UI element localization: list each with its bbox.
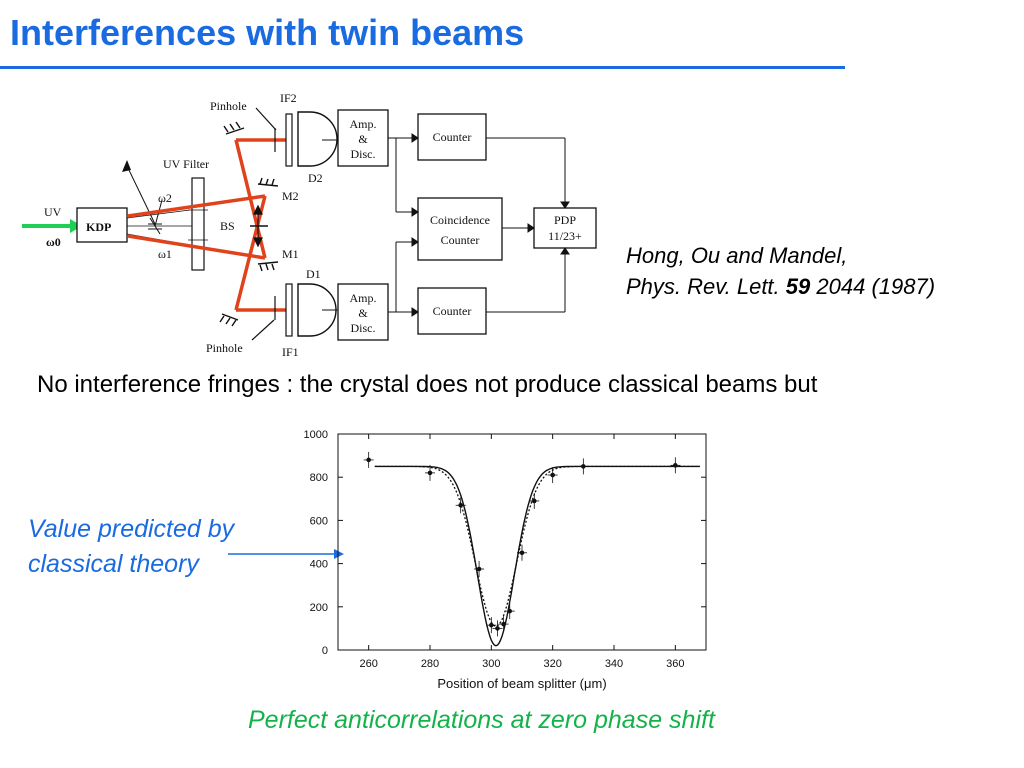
uv-label: UV	[44, 205, 62, 219]
y-tick-label: 400	[310, 559, 328, 571]
data-point	[531, 498, 537, 504]
coincidence-line2: Counter	[441, 233, 480, 247]
if1-filter	[285, 283, 293, 337]
data-point	[427, 470, 433, 476]
x-tick-label: 360	[666, 658, 684, 670]
kdp-crystal	[76, 207, 128, 243]
counter-bottom-label: Counter	[433, 304, 472, 318]
amp-bottom-line1: Amp.	[350, 291, 377, 305]
statement-text: No interference fringes : the crystal do…	[37, 371, 818, 398]
data-point	[673, 463, 678, 468]
d2-label: D2	[308, 171, 323, 185]
uv-filter	[191, 177, 205, 271]
slide-title: Interferences with twin beams	[10, 12, 525, 53]
y-tick-label: 1000	[304, 429, 328, 441]
if1-label: IF1	[282, 345, 299, 359]
amp-disc-top	[337, 109, 389, 167]
signal-wiring	[388, 133, 570, 317]
bs-label: BS	[220, 219, 235, 233]
x-tick-label: 320	[543, 658, 561, 670]
coincidence-line1: Coincidence	[430, 213, 490, 227]
amp-bottom-line3: Disc.	[351, 321, 376, 335]
data-point	[507, 608, 513, 614]
mirror-m1	[257, 261, 279, 272]
data-point	[519, 550, 525, 556]
data-point	[501, 621, 506, 627]
citation: Hong, Ou and Mandel, Phys. Rev. Lett. 59…	[626, 240, 935, 302]
plot-frame	[337, 433, 707, 651]
classical-prediction-line1: Value predicted by	[28, 515, 235, 543]
m2-label: M2	[282, 189, 299, 203]
amp-bottom-line2: &	[358, 306, 368, 320]
if2-filter	[285, 113, 293, 167]
pdp-line2: 11/23+	[548, 229, 582, 243]
x-tick-label: 340	[605, 658, 623, 670]
classical-prediction-label: Value predicted by classical theory	[28, 512, 234, 582]
y-tick-label: 200	[310, 602, 328, 614]
y-tick-label: 800	[310, 472, 328, 484]
omega2-label: ω2	[158, 191, 172, 205]
m1-label: M1	[282, 247, 299, 261]
coincidence-counter	[417, 197, 503, 261]
pinhole-top-label: Pinhole	[210, 99, 247, 113]
x-tick-label: 280	[421, 658, 439, 670]
y-tick-label: 600	[310, 515, 328, 527]
d1-label: D1	[306, 267, 321, 281]
fit-curve-dotted	[374, 465, 700, 627]
citation-journal: Phys. Rev. Lett.	[626, 274, 780, 299]
amp-top-line2: &	[358, 132, 368, 146]
coincidence-dip-chart: 260 280 300 320 340 360 0 200 400 600 800 1000Posit…	[304, 429, 707, 691]
pdp-line1: PDP	[554, 213, 576, 227]
citation-authors: Hong, Ou and Mandel,	[626, 243, 848, 268]
classical-prediction-arrow	[228, 549, 344, 559]
omega1-label: ω1	[158, 247, 172, 261]
citation-pages: 2044 (1987)	[816, 274, 936, 299]
fit-curve-solid	[374, 465, 700, 647]
if2-label: IF2	[280, 91, 297, 105]
x-axis-label: Position of beam splitter (μm)	[437, 676, 606, 691]
bs-translation-arrow	[253, 204, 263, 248]
data-point	[489, 622, 494, 628]
detector-d1	[297, 283, 337, 337]
mirror-top	[223, 121, 245, 135]
amp-top-line3: Disc.	[351, 147, 376, 161]
pump-arrow	[22, 219, 82, 233]
data-point	[581, 464, 586, 469]
amp-disc-bottom	[337, 283, 389, 341]
mirror-bottom	[219, 313, 239, 327]
counter-top	[417, 113, 487, 161]
conclusion-text: Perfect anticorrelations at zero phase s…	[248, 706, 715, 734]
citation-journal-line: Phys. Rev. Lett. 59 2044 (1987)	[626, 271, 935, 302]
hom-setup-diagram: UV ω0 KDP ω2 ω1 UV Filter	[22, 91, 597, 359]
classical-prediction-line2: classical theory	[28, 550, 199, 578]
kdp-label: KDP	[86, 220, 111, 234]
omega0-label: ω0	[46, 235, 61, 249]
title-underline	[0, 66, 845, 69]
y-tick-label: 0	[322, 645, 328, 657]
x-tick-label: 300	[482, 658, 500, 670]
uv-filter-label: UV Filter	[163, 157, 209, 171]
pinhole-bottom-label: Pinhole	[206, 341, 243, 355]
citation-volume: 59	[785, 274, 811, 299]
counter-bottom	[417, 287, 487, 335]
data-point	[495, 626, 500, 631]
data-point	[476, 566, 482, 572]
detector-d2	[297, 111, 338, 167]
amp-top-line1: Amp.	[350, 117, 377, 131]
counter-top-label: Counter	[433, 130, 472, 144]
data-point	[458, 502, 463, 508]
data-point	[366, 457, 371, 463]
data-point	[550, 472, 555, 478]
mirror-m2	[257, 177, 279, 187]
x-tick-label: 260	[359, 658, 377, 670]
